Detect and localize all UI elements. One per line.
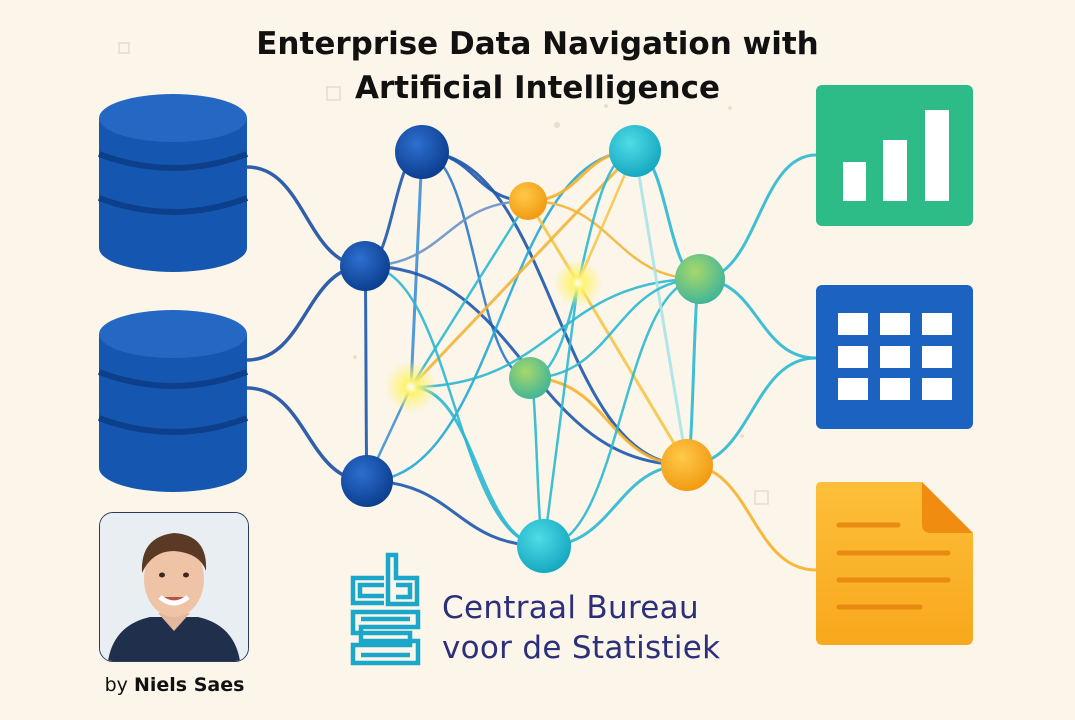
network-node bbox=[609, 125, 661, 177]
author-name: Niels Saes bbox=[133, 674, 245, 696]
logo-s bbox=[350, 609, 421, 666]
table-cell bbox=[838, 313, 868, 335]
network-edge bbox=[698, 153, 818, 281]
avatar-eye bbox=[183, 572, 189, 578]
chart-bar bbox=[843, 162, 866, 201]
avatar-hair bbox=[141, 533, 207, 573]
page-title: Enterprise Data Navigation with Artifici… bbox=[0, 22, 1075, 110]
table-cell bbox=[838, 378, 868, 400]
database-icon bbox=[97, 94, 249, 272]
decor-dot bbox=[728, 106, 732, 110]
bar-chart-icon bbox=[816, 85, 973, 226]
table-cell bbox=[922, 346, 952, 368]
table-cell bbox=[880, 313, 910, 335]
network-edge bbox=[363, 264, 546, 548]
network-node bbox=[517, 519, 571, 573]
organization-name: Centraal Bureau voor de Statistiek bbox=[442, 588, 720, 668]
database-base bbox=[99, 444, 247, 492]
document-page bbox=[816, 482, 973, 645]
chart-bar bbox=[883, 140, 907, 201]
decor-square bbox=[118, 42, 130, 54]
table-cell bbox=[922, 378, 952, 400]
document-icon bbox=[816, 482, 973, 645]
decor-dot bbox=[740, 434, 744, 438]
logo-c bbox=[350, 575, 384, 606]
database-icon bbox=[97, 310, 249, 492]
glow-spark bbox=[554, 259, 602, 307]
network-node bbox=[509, 357, 551, 399]
decor-dot bbox=[604, 104, 608, 108]
network-edge bbox=[420, 150, 689, 467]
network-edge bbox=[526, 199, 702, 281]
database-ring bbox=[97, 415, 249, 435]
glow-spark bbox=[385, 361, 437, 413]
avatar bbox=[100, 513, 248, 661]
avatar-smile bbox=[158, 595, 190, 606]
org-name-line-2: voor de Statistiek bbox=[442, 630, 721, 666]
network-edge bbox=[528, 277, 702, 380]
network-edge bbox=[685, 277, 702, 467]
network-node bbox=[509, 182, 547, 220]
table-grid-icon bbox=[816, 285, 973, 429]
logo-b-inner bbox=[396, 582, 413, 600]
byline-prefix: by bbox=[104, 674, 128, 696]
network-nodes bbox=[340, 125, 725, 573]
network-edge bbox=[363, 264, 369, 483]
table-cell bbox=[922, 313, 952, 335]
network-edge bbox=[409, 385, 546, 548]
logo-c-inner bbox=[357, 582, 384, 599]
avatar-sweater bbox=[108, 617, 240, 661]
network-node bbox=[395, 125, 449, 179]
network-node bbox=[661, 439, 713, 491]
org-name-line-1: Centraal Bureau bbox=[442, 590, 699, 626]
database-top bbox=[99, 310, 247, 358]
decor-dot bbox=[554, 122, 560, 128]
title-line-2: Artificial Intelligence bbox=[354, 70, 721, 106]
network-edge bbox=[409, 150, 424, 389]
background-decoration bbox=[118, 42, 769, 505]
table-cell bbox=[880, 346, 910, 368]
title-line-1: Enterprise Data Navigation with bbox=[256, 26, 819, 62]
decor-square bbox=[326, 86, 341, 101]
network-node bbox=[341, 455, 393, 507]
avatar-eye bbox=[159, 572, 165, 578]
decor-dot bbox=[353, 355, 357, 359]
network-edge bbox=[365, 149, 637, 483]
network-edge bbox=[365, 479, 546, 548]
document-lines bbox=[836, 522, 951, 610]
avatar-neck bbox=[158, 613, 190, 631]
cbs-logo-icon bbox=[350, 552, 421, 666]
author-photo bbox=[99, 512, 249, 662]
network-node bbox=[675, 254, 725, 304]
network-edge bbox=[633, 149, 689, 467]
avatar-face bbox=[144, 541, 204, 617]
database-ring bbox=[97, 369, 249, 389]
background-dots bbox=[353, 104, 744, 438]
table-cell bbox=[838, 346, 868, 368]
network-edge bbox=[409, 199, 530, 389]
logo-b bbox=[385, 552, 420, 607]
network-edge bbox=[409, 149, 637, 389]
network-edge bbox=[528, 376, 689, 467]
network-node bbox=[340, 241, 390, 291]
document-fold bbox=[922, 482, 973, 533]
database-ring bbox=[97, 151, 249, 171]
author-byline: by Niels Saes bbox=[92, 674, 257, 696]
glow-sparks bbox=[385, 259, 602, 413]
decor-square bbox=[754, 490, 769, 505]
database-top bbox=[99, 94, 247, 142]
network-edge bbox=[363, 199, 530, 268]
table-cell bbox=[880, 378, 910, 400]
network-edge bbox=[542, 281, 580, 548]
database-ring bbox=[97, 195, 249, 215]
network-edge bbox=[409, 277, 702, 389]
network-edge bbox=[542, 277, 702, 548]
chart-bar bbox=[925, 110, 949, 201]
database-base bbox=[99, 224, 247, 272]
